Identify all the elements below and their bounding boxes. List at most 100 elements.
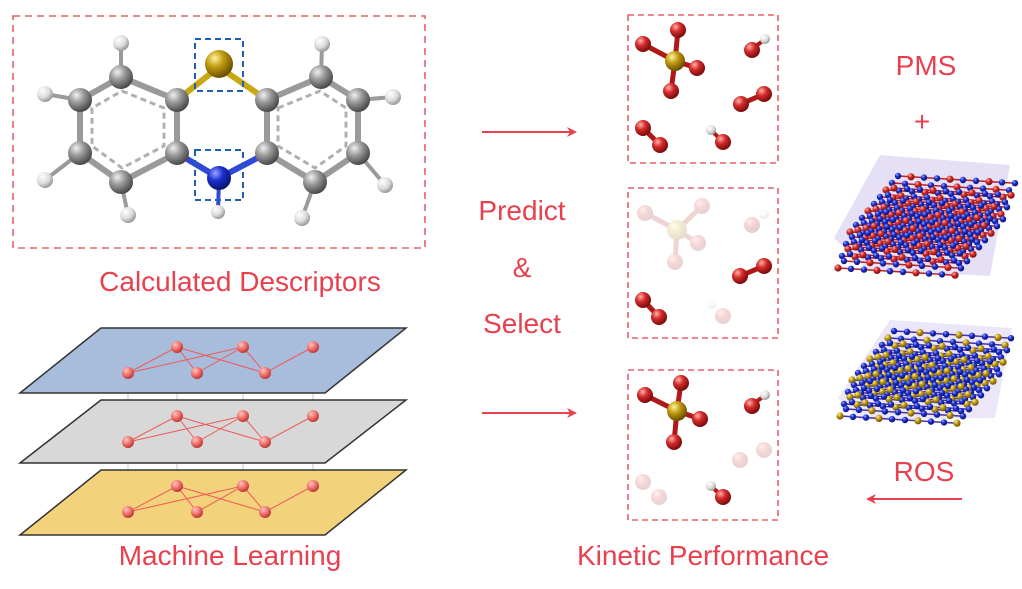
lattice-atom [933,175,941,182]
lattice-atom [905,261,913,269]
lattice-atom [895,209,903,217]
pms-label: PMS [895,50,957,81]
lattice-atom [876,215,884,223]
lattice-atom [912,269,920,277]
network-node [237,341,249,353]
lattice-atom [981,333,989,340]
lattice-atom [894,172,902,180]
lattice-atom [901,226,909,234]
lattice-atom [938,342,946,350]
lattice-atom [873,385,881,392]
lattice-atom [910,382,918,390]
lattice-atom [940,183,948,190]
lattice-atom [878,363,886,371]
lattice-atom [957,383,965,391]
lattice-atom [895,352,903,359]
lattice-atom [927,418,935,425]
lattice-atom [879,260,887,267]
lattice-atom [931,381,939,389]
lattice-atom [955,188,963,196]
ros-label: ROS [893,456,955,487]
lattice-atom [869,232,877,240]
lattice-atom [870,222,878,230]
lattice-atom [901,416,909,424]
lattice-atom [848,233,856,241]
lattice-atom [934,236,942,243]
lattice-atom [942,331,950,338]
lattice-atom [878,341,886,349]
hydrogen-atom [211,205,225,219]
lattice-atom [952,215,960,222]
lattice-atom [874,353,882,361]
lattice-atom [866,259,874,267]
lattice-atom [911,372,919,380]
lattice-atom [974,229,982,236]
lattice-atom [907,409,915,417]
lattice-atom [955,235,963,243]
lattice-atom [891,342,899,350]
lattice-atom [918,262,926,269]
lattice-atom [984,352,992,360]
lattice-atom [1007,335,1015,342]
lattice-atom [849,413,857,420]
lattice-atom [986,193,994,200]
lattice-atom [868,360,876,368]
lattice-atom [899,197,907,204]
lattice-atom [899,340,907,348]
lattice-atom [961,371,969,378]
lattice-atom [858,214,866,222]
lattice-atom [879,378,887,386]
lattice-atom [926,403,934,410]
lattice-atom [940,419,948,426]
hydroxyl-radical [706,125,731,150]
lattice-atom [977,345,985,353]
lattice-atom [913,355,921,363]
lattice-atom [995,349,1003,356]
lattice-atom [956,368,964,375]
oxygen-molecule-faded [732,442,772,468]
lattice-atom [885,253,893,260]
lattice-atom [856,231,864,239]
lattice-atom [942,188,950,195]
lattice-atom [938,200,946,207]
lattice-atom [885,395,893,403]
lattice-atom [838,252,846,260]
lattice-atom [893,347,901,354]
lattice-atom [864,372,872,380]
network-node [259,506,271,518]
lattice-atom [918,380,926,388]
lattice-atom [958,208,966,216]
lattice-atom [977,202,985,209]
hydrogen-atom [314,36,330,52]
lattice-atom [1001,199,1009,206]
lattice-atom [944,263,952,271]
ml-layer-input [17,327,409,394]
lattice-atom [855,406,863,413]
lattice-atom [908,188,916,195]
lattice-atom [994,191,1002,198]
lattice-atom [904,390,912,397]
lattice-atom [977,392,985,399]
lattice-atom [981,237,989,244]
lattice-atom [935,226,943,234]
lattice-atom [904,200,912,208]
lattice-atom [868,407,876,415]
lattice-atom [967,221,975,228]
lattice-atom [892,379,900,386]
lattice-atom [882,351,890,359]
lattice-atom [917,366,925,373]
lattice-atom [886,196,894,204]
lattice-atom [844,245,852,253]
hydrogen-atom [294,210,310,226]
lattice-atom [872,370,880,378]
lattice-atom [944,382,952,389]
lattice-atom [880,393,888,400]
lattice-atom [875,414,883,422]
lattice-atom [886,386,894,394]
pms-molecule-faded [637,198,710,270]
lattice-atom [948,227,956,235]
lattice-atom [964,201,972,208]
lattice-atom [908,353,916,360]
lattice-atom [896,224,904,231]
lattice-atom [941,244,949,251]
